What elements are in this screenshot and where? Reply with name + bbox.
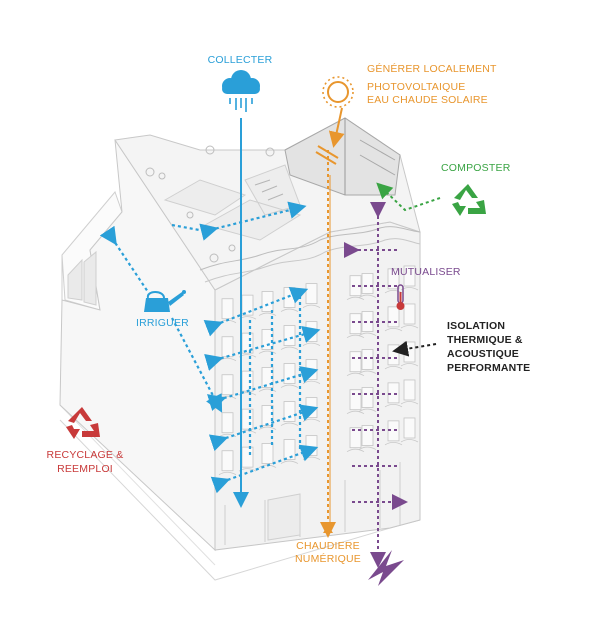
- label-chaudiere-2: NUMÉRIQUE: [295, 553, 361, 565]
- sun-icon: [322, 76, 354, 108]
- label-chaudiere-1: CHAUDIERE: [296, 540, 360, 552]
- facade-window: [305, 283, 318, 305]
- label-isolation-3: ACOUSTIQUE: [447, 348, 520, 360]
- facade-window: [283, 401, 296, 422]
- label-recyclage-2: REEMPLOI: [57, 463, 113, 475]
- roof-collector: [315, 145, 339, 165]
- facade-window: [403, 303, 416, 325]
- facade-window: [261, 443, 274, 464]
- facade-window: [261, 291, 274, 312]
- label-collecter: COLLECTER: [207, 54, 273, 66]
- label-irriguer: IRRIGUER: [136, 317, 189, 329]
- facade-window: [387, 382, 400, 404]
- facade-window: [361, 273, 374, 294]
- recycle-icon-red: [66, 407, 100, 439]
- compost-arrow: [376, 182, 441, 212]
- roof-garden-arrow-2: [171, 223, 211, 234]
- facade-window: [349, 389, 362, 411]
- label-eau-chaude: EAU CHAUDE SOLAIRE: [367, 94, 488, 106]
- sun-connector: [328, 107, 345, 148]
- label-isolation-2: THERMIQUE &: [447, 334, 523, 346]
- facade-window: [221, 412, 234, 434]
- lower-irrigation-arrow: [171, 317, 223, 413]
- left-irrigation-arrow: [99, 225, 149, 293]
- facade-window: [221, 298, 234, 320]
- facade-window: [241, 408, 254, 430]
- facade-window: [241, 370, 254, 392]
- facade-window: [403, 417, 416, 439]
- shared-network: [352, 202, 400, 568]
- energy-flows: [315, 107, 345, 538]
- insulation-arrow: [392, 340, 437, 357]
- chaudiere-marker: [323, 525, 333, 533]
- label-isolation-4: PERFORMANTE: [447, 362, 531, 374]
- recycle-icon-green: [452, 184, 486, 216]
- wavy-cornice: [199, 226, 421, 271]
- facade-window: [361, 349, 374, 370]
- facade-row-3: [207, 366, 319, 411]
- facade-window: [305, 435, 318, 457]
- facade-row-2: [204, 325, 321, 371]
- rain-cloud-icon: [222, 70, 260, 112]
- facade-window: [283, 287, 296, 308]
- label-isolation-1: ISOLATION: [447, 320, 506, 332]
- facade-window: [387, 306, 400, 328]
- lightning-icon: [368, 550, 404, 586]
- facade-window: [283, 325, 296, 346]
- label-recyclage-1: RECYCLAGE &: [46, 449, 124, 461]
- facade-window: [221, 450, 234, 472]
- label-mutualiser: MUTUALISER: [391, 266, 461, 278]
- facade-window: [221, 374, 234, 396]
- watering-can-icon: [144, 290, 186, 312]
- facade-window: [349, 313, 362, 335]
- label-generer: GÉNÉRER LOCALEMENT: [367, 63, 497, 75]
- facade-window: [361, 387, 374, 408]
- facade-window: [305, 397, 318, 419]
- facade-window: [305, 359, 318, 381]
- thermometer-icon: [396, 284, 405, 310]
- facade-window: [283, 363, 296, 384]
- facade-window: [361, 425, 374, 446]
- facade-window: [241, 446, 254, 468]
- facade-window: [221, 336, 234, 358]
- facade-window: [349, 351, 362, 373]
- facade-window: [403, 341, 416, 363]
- facade-row-4: [208, 404, 319, 452]
- facade-row-5: [210, 444, 319, 494]
- roof-vegetation: [145, 145, 275, 263]
- label-composter: COMPOSTER: [441, 162, 511, 174]
- facade-window: [387, 344, 400, 366]
- facade-window: [403, 379, 416, 401]
- facade-window: [305, 321, 318, 343]
- facade-window: [241, 294, 254, 316]
- water-flows: [99, 118, 321, 508]
- label-photovoltaique: PHOTOVOLTAIQUE: [367, 81, 466, 93]
